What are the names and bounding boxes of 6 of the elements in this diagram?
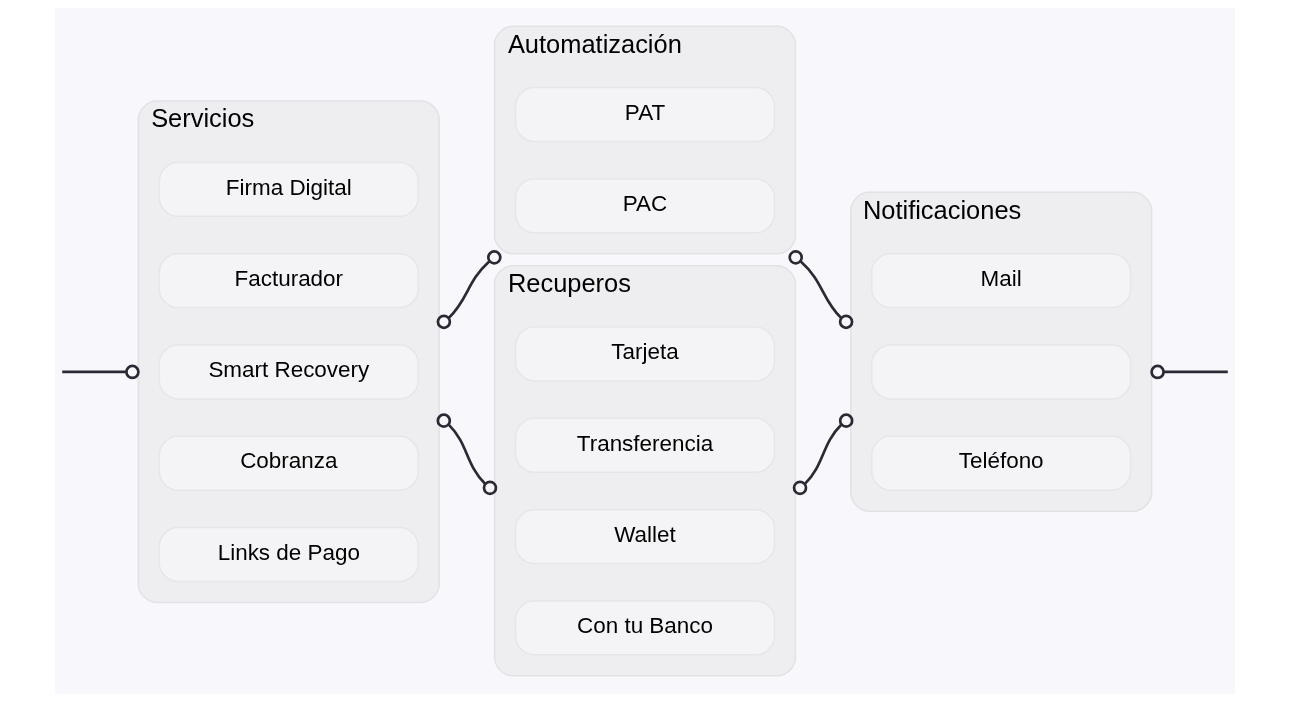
connector <box>436 413 498 496</box>
connector <box>62 370 127 374</box>
connector <box>1163 370 1228 374</box>
connector <box>792 413 854 496</box>
connector <box>788 250 854 330</box>
connector <box>436 250 502 330</box>
